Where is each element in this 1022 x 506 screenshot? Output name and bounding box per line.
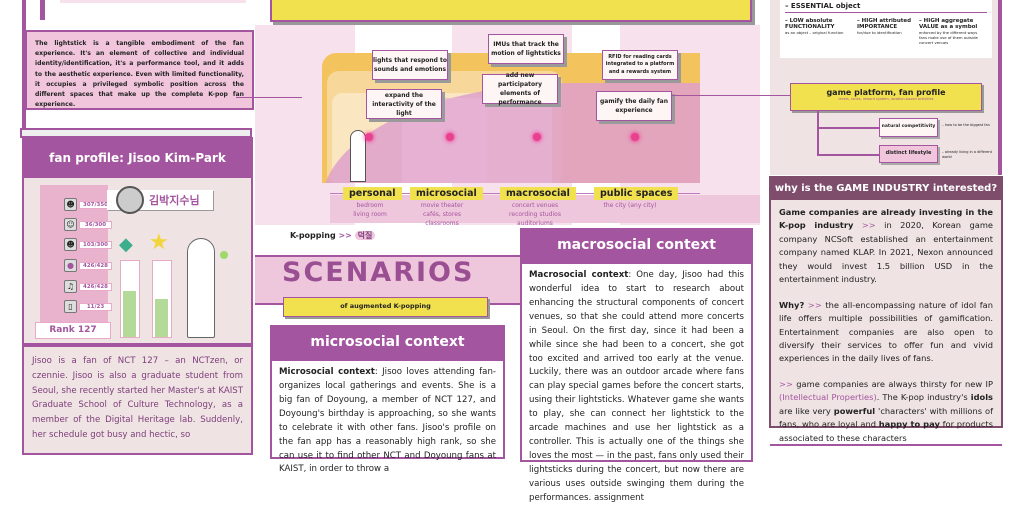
fan-figure-icon — [187, 238, 215, 338]
lightstick-icon — [446, 133, 454, 141]
location-icon: ● — [64, 259, 77, 272]
stat-row: ●426/428 — [64, 259, 112, 272]
stat-row: ▯11/23 — [64, 300, 112, 313]
fan-profile-card: ☻307/350 ☺36/300 ☻103/300 ●426/428 ♫426/… — [22, 178, 253, 345]
feature-goal-box: expand the interactivity of the light — [366, 89, 442, 119]
korean-name: 김박지수님 — [149, 194, 200, 207]
branch-natural-competitivity: natural competitivity — [879, 118, 938, 137]
star-icon: ★ — [149, 230, 169, 255]
feature-detail-box: RFID for reading cards integrated to a p… — [602, 50, 678, 80]
space-label-personal: personal — [343, 187, 402, 200]
rank-badge: Rank 127 — [35, 322, 111, 339]
gem-level-bar — [120, 260, 140, 338]
drink-icon: ▯ — [64, 300, 77, 313]
fan-bio: Jisoo is a fan of NCT 127 – an NCTzen, o… — [22, 345, 253, 455]
scenarios-title: SCENARIOS — [282, 257, 475, 288]
feature-goal-box: gamify the daily fan experience — [596, 91, 672, 121]
branch-distinct-lifestyle: distinct lifestyle — [879, 145, 938, 163]
micro-text: Microsocial context: Jisoo loves attendi… — [270, 359, 505, 474]
member-3-icon: ☻ — [64, 238, 77, 251]
member-2-icon: ☺ — [64, 218, 77, 231]
stat-row: ☻307/350 — [64, 198, 112, 211]
feature-detail-box: lights that respond to sounds and emotio… — [372, 50, 448, 80]
top-yellow-banner — [270, 0, 752, 22]
game-platform-box: game platform, fan profile levels, ranks… — [790, 83, 982, 111]
space-label-microsocial: microsocial — [410, 187, 483, 200]
intro-box: The lightstick is a tangible embodiment … — [25, 30, 254, 110]
lightstick-icon — [631, 133, 639, 141]
music-icon: ♫ — [64, 280, 77, 293]
stat-row: ☺36/300 — [64, 218, 112, 231]
macro-text: Macrosocial context: One day, Jisoo had … — [520, 262, 753, 503]
game-industry-text: Game companies are already investing in … — [769, 200, 1003, 443]
member-1-icon: ☻ — [64, 198, 77, 211]
micro-title: microsocial context — [270, 325, 505, 359]
game-industry-title: why is the GAME INDUSTRY interested? — [769, 176, 1003, 201]
fan-profile-title: fan profile: Jisoo Kim-Park — [22, 137, 253, 179]
feature-goal-box: add new participatory elements of perfor… — [482, 72, 558, 106]
stat-row: ♫426/428 — [64, 280, 112, 293]
scenarios-subtitle: of augmented K-popping — [283, 297, 488, 317]
lightstick-icon — [533, 133, 541, 141]
kpopping-label: K-popping >> 덕질 — [290, 230, 376, 241]
gem-icon: ◆ — [119, 234, 133, 255]
lightstick-icon — [220, 251, 228, 259]
space-label-macrosocial: macrosocial — [500, 187, 576, 200]
stat-row: ☻103/300 — [64, 238, 112, 251]
person-icon — [350, 130, 366, 182]
feature-detail-box: IMUs that track the motion of lightstick… — [488, 34, 564, 64]
avatar — [116, 186, 144, 214]
space-label-public: public spaces — [594, 187, 679, 200]
lightstick-icon — [365, 133, 373, 141]
star-level-bar — [152, 260, 172, 338]
essential-object-box: – ESSENTIAL object – LOW absolute FUNCTI… — [780, 0, 992, 58]
macro-title: macrosocial context — [520, 228, 753, 262]
